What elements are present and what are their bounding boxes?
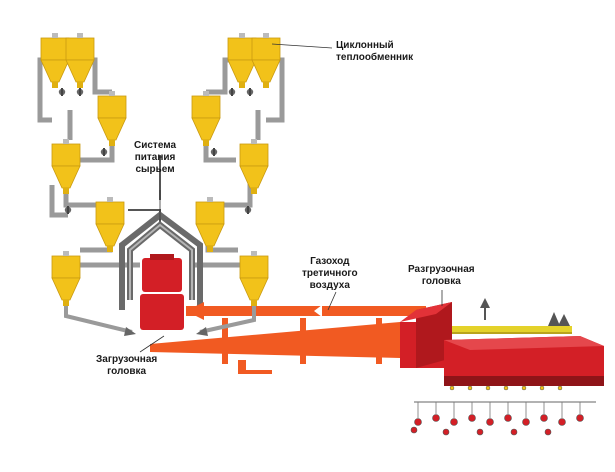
- raw-feed-system-label: Система питания сырьем: [134, 140, 177, 175]
- calciner: [140, 254, 184, 330]
- tertiary-air-duct-label: Газоход третичного воздуха: [302, 256, 358, 291]
- callout-leaders: [139, 43, 443, 353]
- discharge-head: [400, 302, 452, 368]
- clinker-cooler: [444, 336, 604, 386]
- exhaust-arrow: [480, 298, 490, 320]
- burner-pipe: [452, 312, 572, 334]
- feed-chutes: [64, 306, 256, 334]
- cyclone-heat-exchanger-label: Циклонный теплообменник: [336, 40, 414, 63]
- discharge-head-label: Разгрузочная головка: [408, 264, 475, 287]
- cooler-fans: [410, 385, 596, 436]
- loading-head-label: Загрузочная головка: [96, 354, 158, 377]
- tertiary-air-duct: [186, 302, 426, 320]
- inlet-arrows: [124, 327, 208, 336]
- rotary-kiln: [150, 318, 400, 374]
